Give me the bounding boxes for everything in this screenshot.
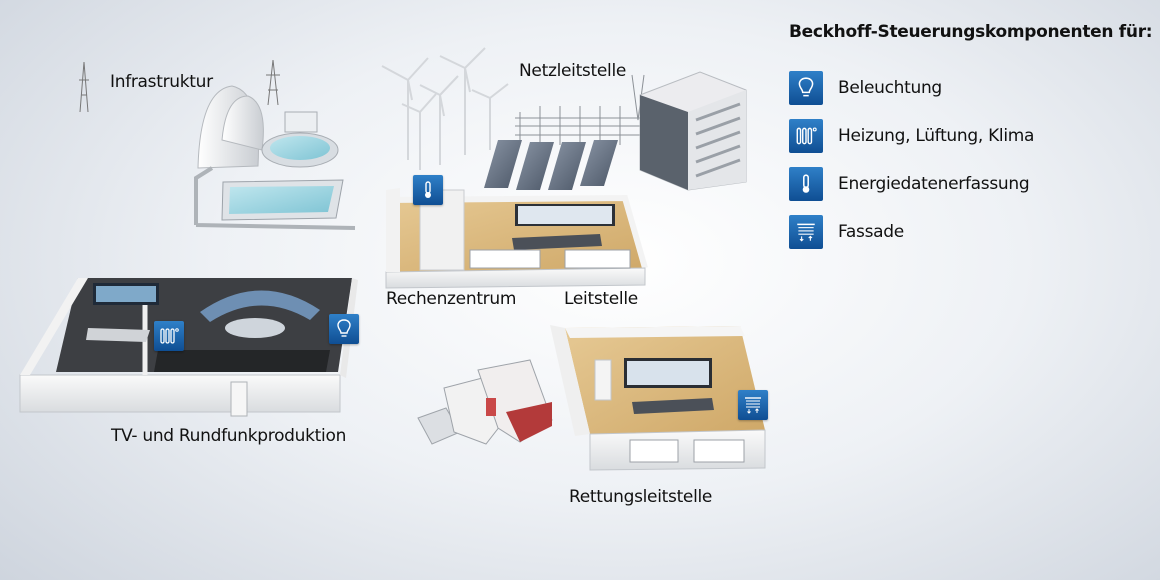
blinds-icon bbox=[789, 215, 823, 249]
label-netzleitstelle: Netzleitstelle bbox=[519, 61, 627, 81]
radiator-icon bbox=[789, 119, 823, 153]
tv-studio-building bbox=[19, 278, 358, 417]
legend-label: Beleuchtung bbox=[838, 78, 942, 98]
pool bbox=[221, 179, 344, 221]
label-rettungsleitstelle: Rettungsleitstelle bbox=[569, 487, 713, 507]
legend-item-fassade: Fassade bbox=[789, 215, 904, 249]
map-radiator-icon bbox=[154, 321, 184, 351]
office-building bbox=[639, 71, 747, 191]
legend-item-hlk: Heizung, Lüftung, Klima bbox=[789, 119, 1034, 153]
legend-label: Energiedatenerfassung bbox=[838, 174, 1030, 194]
substation bbox=[515, 74, 645, 145]
rescue-control-building bbox=[550, 325, 766, 471]
label-tv-rundfunk: TV- und Rundfunkproduktion bbox=[111, 426, 347, 446]
label-infrastruktur: Infrastruktur bbox=[110, 72, 213, 92]
map-blinds-icon bbox=[738, 390, 768, 420]
legend-item-energiedaten: Energiedatenerfassung bbox=[789, 167, 1030, 201]
label-leitstelle: Leitstelle bbox=[564, 289, 638, 309]
wind-turbines bbox=[381, 47, 509, 170]
solar-panels bbox=[484, 140, 618, 190]
power-mast-left bbox=[79, 61, 89, 113]
legend-label: Heizung, Lüftung, Klima bbox=[838, 126, 1035, 146]
emergency-vehicles bbox=[417, 359, 553, 445]
thermometer-icon bbox=[789, 167, 823, 201]
control-center-building bbox=[385, 188, 648, 289]
label-rechenzentrum: Rechenzentrum bbox=[386, 289, 517, 309]
legend-title: Beckhoff-Steuerungskomponenten für: bbox=[789, 22, 1153, 42]
legend-item-beleuchtung: Beleuchtung bbox=[789, 71, 942, 105]
light-bulb-icon bbox=[789, 71, 823, 105]
map-thermometer-icon bbox=[413, 175, 443, 205]
pipes bbox=[194, 166, 356, 230]
power-mast-mid bbox=[266, 59, 280, 106]
legend-label: Fassade bbox=[838, 222, 904, 242]
digester-domes bbox=[197, 85, 264, 169]
map-light-bulb-icon bbox=[329, 314, 359, 344]
